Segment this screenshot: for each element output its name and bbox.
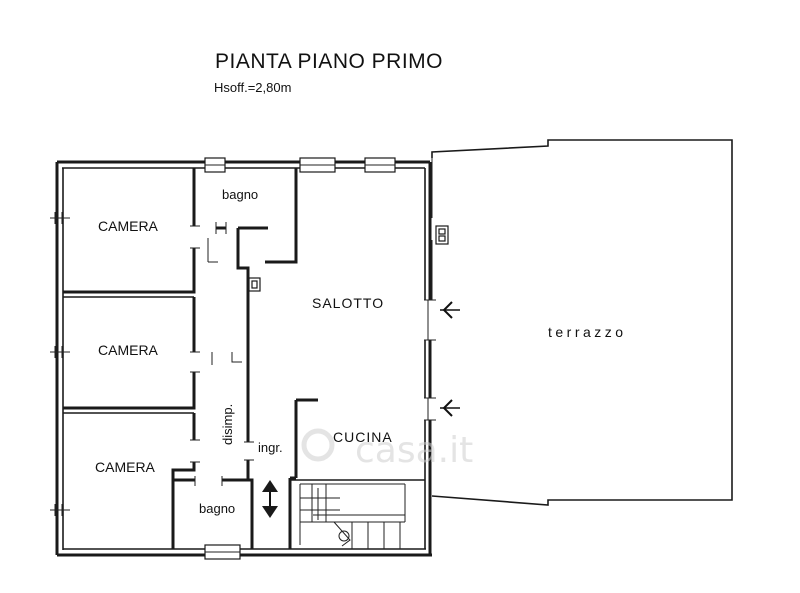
room-label-camera-1: CAMERA [98,218,159,234]
shaft-boxes [248,225,449,292]
room-label-disimp: disimp. [220,404,235,445]
interior-walls [63,168,425,549]
terrace-outline [431,139,733,506]
exterior-walls [55,160,432,557]
windows [50,157,436,560]
watermark-logo: casa.it [301,428,473,471]
room-label-camera-2: CAMERA [98,342,159,358]
room-label-terrazzo: terrazzo [548,324,627,340]
room-label-camera-3: CAMERA [95,459,156,475]
svg-text:casa.it: casa.it [355,430,473,471]
room-label-salotto: SALOTTO [312,295,384,311]
ceiling-height-label: Hsoff.=2,80m [214,80,291,95]
staircase [299,483,406,549]
plan-title: PIANTA PIANO PRIMO [215,50,443,73]
room-label-bagno-top: bagno [222,187,258,202]
room-label-cucina: CUCINA [333,429,393,445]
room-label-ingr: ingr. [258,440,283,455]
terrace-access-arrow-icon [440,301,460,417]
room-label-bagno-bottom: bagno [199,501,235,516]
door-markers [190,222,254,486]
entrance-arrow-icon [262,480,278,518]
